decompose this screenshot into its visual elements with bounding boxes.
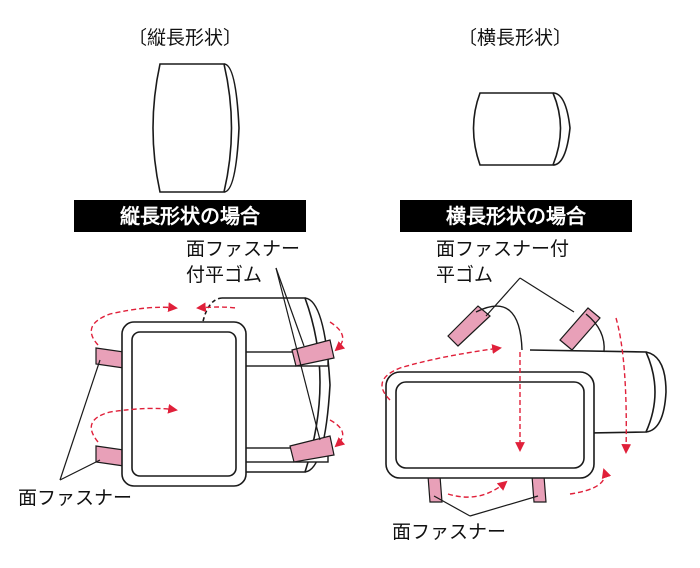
right-elastic-strap-label: 面ファスナー付 平ゴム: [436, 238, 570, 286]
horizontal-shape-heading: 〔横長形状〕: [458, 27, 573, 49]
left-fastener-label: 面ファスナー: [18, 487, 133, 509]
right-fastener-label: 面ファスナー: [392, 521, 507, 543]
vertical-case-banner: 縦長形状の場合: [74, 200, 306, 232]
horizontal-case-banner: 横長形状の場合: [400, 200, 632, 232]
horizontal-shape-illustration: [472, 92, 571, 166]
left-elastic-strap-label: 面ファスナー 付平ゴム: [186, 238, 301, 286]
vertical-case-assembly: [59, 267, 346, 487]
vertical-shape-illustration: [152, 63, 240, 193]
vertical-shape-heading: 〔縦長形状〕: [128, 27, 243, 49]
horizontal-case-assembly: [381, 277, 667, 517]
